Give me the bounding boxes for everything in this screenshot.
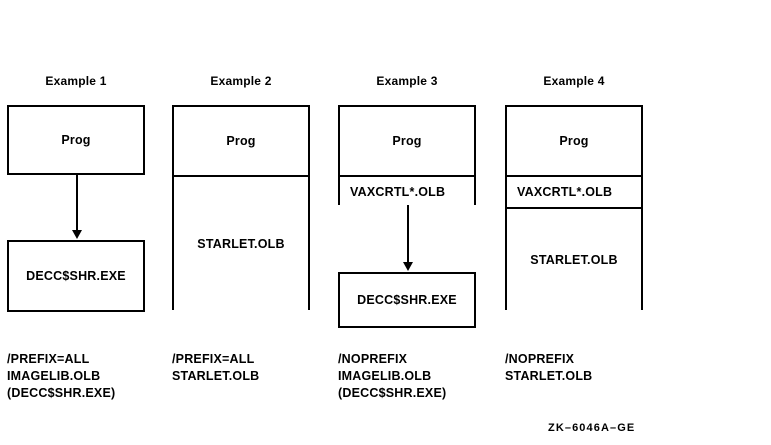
caption-line: STARLET.OLB	[172, 369, 260, 383]
caption-line: /NOPREFIX	[338, 352, 408, 366]
diagram-box-prog-3: Prog VAXCRTL*.OLB	[338, 105, 476, 207]
column-header-2: Example 2	[210, 74, 272, 88]
figure-id-label: ZK–6046A–GE	[548, 422, 636, 434]
box-cell-starlet: STARLET.OLB	[174, 175, 308, 310]
box-cell-vaxcrtl: VAXCRTL*.OLB	[507, 175, 641, 207]
diagram-box-shared-image-1: DECC$SHR.EXE	[7, 240, 145, 312]
box-cell-prog: Prog	[9, 107, 143, 173]
diagram-box-linked-4: Prog VAXCRTL*.OLB STARLET.OLB	[505, 105, 643, 310]
column-header-3: Example 3	[376, 74, 438, 88]
column-caption-3: /NOPREFIX IMAGELIB.OLB (DECC$SHR.EXE)	[338, 351, 446, 402]
diagram-box-shared-image-3: DECC$SHR.EXE	[338, 272, 476, 328]
caption-line: STARLET.OLB	[505, 369, 593, 383]
diagram-box-linked-1: Prog STARLET.OLB	[172, 105, 310, 310]
box-cell-prog: Prog	[507, 107, 641, 175]
arrow-head-3	[403, 262, 413, 271]
column-header-1: Example 1	[45, 74, 107, 88]
column-caption-4: /NOPREFIX STARLET.OLB	[505, 351, 592, 385]
caption-line: /NOPREFIX	[505, 352, 575, 366]
box-cell-prog: Prog	[340, 107, 474, 175]
caption-line: /PREFIX=ALL	[7, 352, 90, 366]
box-cell-prog: Prog	[174, 107, 308, 175]
column-caption-2: /PREFIX=ALL STARLET.OLB	[172, 351, 259, 385]
caption-line: IMAGELIB.OLB	[338, 369, 432, 383]
column-header-4: Example 4	[543, 74, 605, 88]
arrow-shaft-3	[407, 205, 409, 264]
caption-line: IMAGELIB.OLB	[7, 369, 101, 383]
caption-line: (DECC$SHR.EXE)	[7, 386, 116, 400]
box-cell-vaxcrtl: VAXCRTL*.OLB	[340, 175, 474, 207]
column-caption-1: /PREFIX=ALL IMAGELIB.OLB (DECC$SHR.EXE)	[7, 351, 115, 402]
box-cell-starlet: STARLET.OLB	[507, 207, 641, 310]
arrow-shaft-1	[76, 175, 78, 232]
diagram-box-prog-1: Prog	[7, 105, 145, 175]
caption-line: /PREFIX=ALL	[172, 352, 255, 366]
box-cell-deccshr: DECC$SHR.EXE	[9, 242, 143, 310]
arrow-head-1	[72, 230, 82, 239]
caption-line: (DECC$SHR.EXE)	[338, 386, 447, 400]
box-cell-deccshr: DECC$SHR.EXE	[340, 274, 474, 326]
